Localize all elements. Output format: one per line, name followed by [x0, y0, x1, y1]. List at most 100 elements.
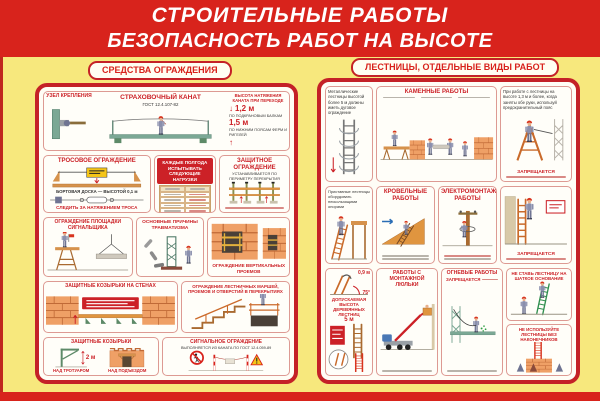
section-signal-fence: СИГНАЛЬНОЕ ОГРАЖДЕНИЕ ВЫПОЛНЯЕТСЯ ИЗ КАН… [162, 337, 290, 376]
section-ladder-tips: НЕ ИСПОЛЬЗУЙТЕ ЛЕСТНИЦЫ БЕЗ НАКОНЕЧНИКОВ [506, 323, 572, 376]
measure-1-2-note: ПО ПОДКРАНОВЫМ БАЛКАМ [229, 113, 283, 118]
tab-fencing-means: СРЕДСТВА ОГРАЖДЕНИЯ [88, 61, 232, 80]
section-ladder-prohibited: ЗАПРЕЩАЕТСЯ [500, 186, 572, 264]
measure-1-5-note: ПО НИЖНИМ ПОЯСАМ ФЕРМ И РИГЕЛЕЙ [229, 128, 288, 138]
ladder-tips-note: НЕ ИСПОЛЬЗУЙТЕ ЛЕСТНИЦЫ БЕЗ НАКОНЕЧНИКОВ [518, 326, 560, 342]
protective-fence-subtitle: УСТАНАВЛИВАЕТСЯ ПО ПЕРИМЕТРУ ПЕРЕКРЫТИЯ [229, 171, 280, 181]
section-protective-fence: ЗАЩИТНОЕ ОГРАЖДЕНИЕ УСТАНАВЛИВАЕТСЯ ПО П… [219, 155, 290, 213]
measure-1-5: 1,5 м [229, 118, 249, 128]
fine-print [506, 176, 566, 178]
roofing-illustration [379, 203, 432, 254]
masonry-illustration [379, 99, 494, 179]
panel-ladders-works: Металлические лестницы высотой более 5 м… [317, 78, 580, 384]
boom-lift-illustration [379, 289, 435, 369]
ladder-belt-illustration [503, 110, 569, 170]
left-edge-stripe [0, 57, 3, 392]
guardrail-illustration [222, 181, 287, 205]
vertical-openings-title: ОГРАЖДЕНИЕ ВЕРТИКАЛЬНЫХ ПРОЕМОВ [212, 263, 286, 274]
falling-figures-illustration [139, 231, 202, 274]
section-roofing-works: КРОВЕЛЬНЫЕ РАБОТЫ [376, 186, 435, 264]
angle-label: 75° [362, 290, 370, 296]
ladder-hook-angle-illustration: 0,9 м 75° [328, 271, 370, 297]
canopies-title: ЗАЩИТНЫЕ КОЗЫРЬКИ [70, 339, 132, 345]
section-leaning-ladders: Приставные лестницы оборудовать нескольз… [325, 186, 373, 264]
section-unstable-base: НЕ СТАВЬ ЛЕСТНИЦУ НА ШАТКОЕ ОСНОВАНИЕ [506, 268, 572, 321]
masonry-title: КАМЕННЫЕ РАБОТЫ [404, 89, 469, 95]
signal-fence-illustration [165, 350, 287, 373]
section-metal-ladders: Металлические лестницы высотой более 5 м… [325, 86, 373, 182]
section-wall-canopies: ЗАЩИТНЫЕ КОЗЫРЬКИ НА СТЕНАХ [43, 281, 178, 333]
hot-works-title: ОГНЕВЫЕ РАБОТЫ [446, 270, 498, 276]
bottom-strip [0, 392, 600, 401]
vertical-openings-illustration [210, 220, 287, 263]
electrical-title: ЭЛЕКТРОМОНТАЖНЫЕ РАБОТЫ [441, 189, 497, 202]
rope-node-block: УЗЕЛ КРЕПЛЕНИЯ [46, 93, 92, 148]
warning-triangle-icon [250, 354, 264, 366]
header-band: СТРОИТЕЛЬНЫЕ РАБОТЫ БЕЗОПАСНОСТЬ РАБОТ Н… [0, 0, 600, 57]
roofing-title: КРОВЕЛЬНЫЕ РАБОТЫ [383, 189, 428, 202]
fine-print [506, 258, 566, 260]
worker-on-beam-illustration [94, 107, 227, 148]
rope-measurements: ВЫСОТА НАТЯЖЕНИЯ КАНАТА ПРИ ПЕРЕХОДЕ ↓ 1… [229, 93, 288, 148]
signalman-title: ОГРАЖДЕНИЕ ПЛОЩАДКИ СИГНАЛЬЩИКА [54, 219, 122, 231]
no-pedestrians-icon [189, 351, 205, 366]
hook-measure: 0,9 м [357, 270, 370, 276]
section-cable-fence: ТРОСОВОЕ ОГРАЖДЕНИЕ БОРТОВАЯ ДОСКА — ВЫС… [43, 155, 151, 213]
section-masonry-works: КАМЕННЫЕ РАБОТЫ [376, 86, 497, 182]
section-stair-fencing: ОГРАЖДЕНИЕ ЛЕСТНИЧНЫХ МАРШЕЙ, ПРОЕМОВ И … [180, 281, 290, 333]
poster-title-line1: СТРОИТЕЛЬНЫЕ РАБОТЫ [151, 4, 449, 27]
ladder-tips-illustration [509, 341, 569, 374]
hot-works-badge: ЗАПРЕЩАЕТСЯ [446, 276, 481, 282]
section-protective-canopies: ЗАЩИТНЫЕ КОЗЫРЬКИ 2 м [43, 337, 160, 376]
fine-print [447, 370, 497, 372]
canopy-height: 2 м [85, 354, 96, 361]
test-table-grid [158, 185, 212, 212]
belt-rule-badge: ЗАПРЕЩАЕТСЯ [517, 169, 555, 175]
down-arrow-icon: ↓ [229, 103, 233, 113]
caged-ladder-illustration [328, 115, 370, 179]
cradle-title: РАБОТЫ С МОНТАЖНОЙ ЛЮЛЬКИ [389, 270, 425, 288]
injury-causes-title: ОСНОВНЫЕ ПРИЧИНЫ ТРАВМАТИЗМА [142, 220, 198, 231]
wall-canopies-title: ЗАЩИТНЫЕ КОЗЫРЬКИ НА СТЕНАХ [65, 283, 156, 289]
protective-fence-title: ЗАЩИТНОЕ ОГРАЖДЕНИЕ [233, 158, 276, 171]
prohibited-badge: ЗАПРЕЩАЕТСЯ [517, 251, 555, 257]
entrance-canopy-illustration [98, 346, 156, 368]
fine-print [383, 96, 491, 99]
section-vertical-openings: ОГРАЖДЕНИЕ ВЕРТИКАЛЬНЫХ ПРОЕМОВ [207, 217, 290, 277]
signal-fence-subtitle: ВЫПОЛНЯЕТСЯ ИЗ КАНАТА ПО ГОСТ 12.4.059-8… [180, 345, 272, 350]
prohibited-ladder-illustration [503, 189, 569, 252]
section-electrical-works: ЭЛЕКТРОМОНТАЖНЫЕ РАБОТЫ [438, 186, 497, 264]
rope-gost: ГОСТ 12.4.107-82 [142, 101, 179, 107]
fine-print [225, 207, 284, 209]
fine-print [382, 370, 432, 372]
wooden-ladders-title: ДОПУСКАЕМАЯ ВЫСОТА ДЕРЕВЯННЫХ ЛЕСТНИЦ [331, 297, 367, 318]
pole-work-illustration [441, 203, 494, 254]
rope-height-note: ВЫСОТА НАТЯЖЕНИЯ КАНАТА ПРИ ПЕРЕХОДЕ [232, 93, 284, 103]
wooden-ladders-height: 5 м [344, 317, 354, 324]
sidewalk-canopy-illustration: 2 м [46, 346, 96, 368]
unstable-base-note: НЕ СТАВЬ ЛЕСТНИЦУ НА ШАТКОЕ ОСНОВАНИЕ [511, 271, 567, 281]
rope-title: СТРАХОВОЧНЫЙ КАНАТ [120, 94, 201, 101]
test-table-line2: СЛЕДУЮЩИЕ НАГРУЗКИ [169, 171, 201, 182]
canopy-left-label: НАД ТРОТУАРОМ [53, 368, 90, 373]
test-table-line1: КАЖДЫЕ ПОЛГОДА ИСПЫТЫВАТЬ [162, 160, 208, 171]
stair-fencing-title: ОГРАЖДЕНИЕ ЛЕСТНИЧНЫХ МАРШЕЙ, ПРОЕМОВ И … [188, 284, 283, 295]
welder-illustration [444, 282, 500, 369]
poster-title-line2: БЕЗОПАСНОСТЬ РАБОТ НА ВЫСОТЕ [107, 30, 493, 52]
unstable-ladder-illustration [509, 281, 569, 318]
measure-1-2: 1,2 м [235, 103, 255, 113]
panel-fencing-means: УЗЕЛ КРЕПЛЕНИЯ СТРАХОВОЧНЫЙ КАНАТ [35, 83, 298, 384]
cable-fence-title: ТРОСОВОЕ ОГРАЖДЕНИЕ [57, 158, 136, 164]
section-safety-rope: УЗЕЛ КРЕПЛЕНИЯ СТРАХОВОЧНЫЙ КАНАТ [43, 91, 290, 151]
section-wooden-ladders: 0,9 м 75° ДОПУСКАЕМАЯ ВЫСОТА ДЕРЕВЯННЫХ … [325, 268, 373, 376]
metal-ladders-note: Металлические лестницы высотой более 5 м… [328, 89, 365, 115]
section-test-table: КАЖДЫЕ ПОЛГОДА ИСПЫТЫВАТЬ СЛЕДУЮЩИЕ НАГР… [153, 155, 217, 213]
section-signalman-platform: ОГРАЖДЕНИЕ ПЛОЩАДКИ СИГНАЛЬЩИКА [43, 217, 133, 277]
leaning-ladder-illustration [328, 209, 370, 261]
board-note: БОРТОВАЯ ДОСКА — ВЫСОТОЙ 0,1 м [56, 189, 138, 195]
cable-caption: СЛЕДИТЬ ЗА НАТЯЖЕНИЕМ ТРОСА [56, 204, 138, 210]
cable-fence-illustration [46, 165, 148, 189]
fine-print [444, 255, 491, 260]
wooden-ladders-illustration [328, 323, 370, 373]
